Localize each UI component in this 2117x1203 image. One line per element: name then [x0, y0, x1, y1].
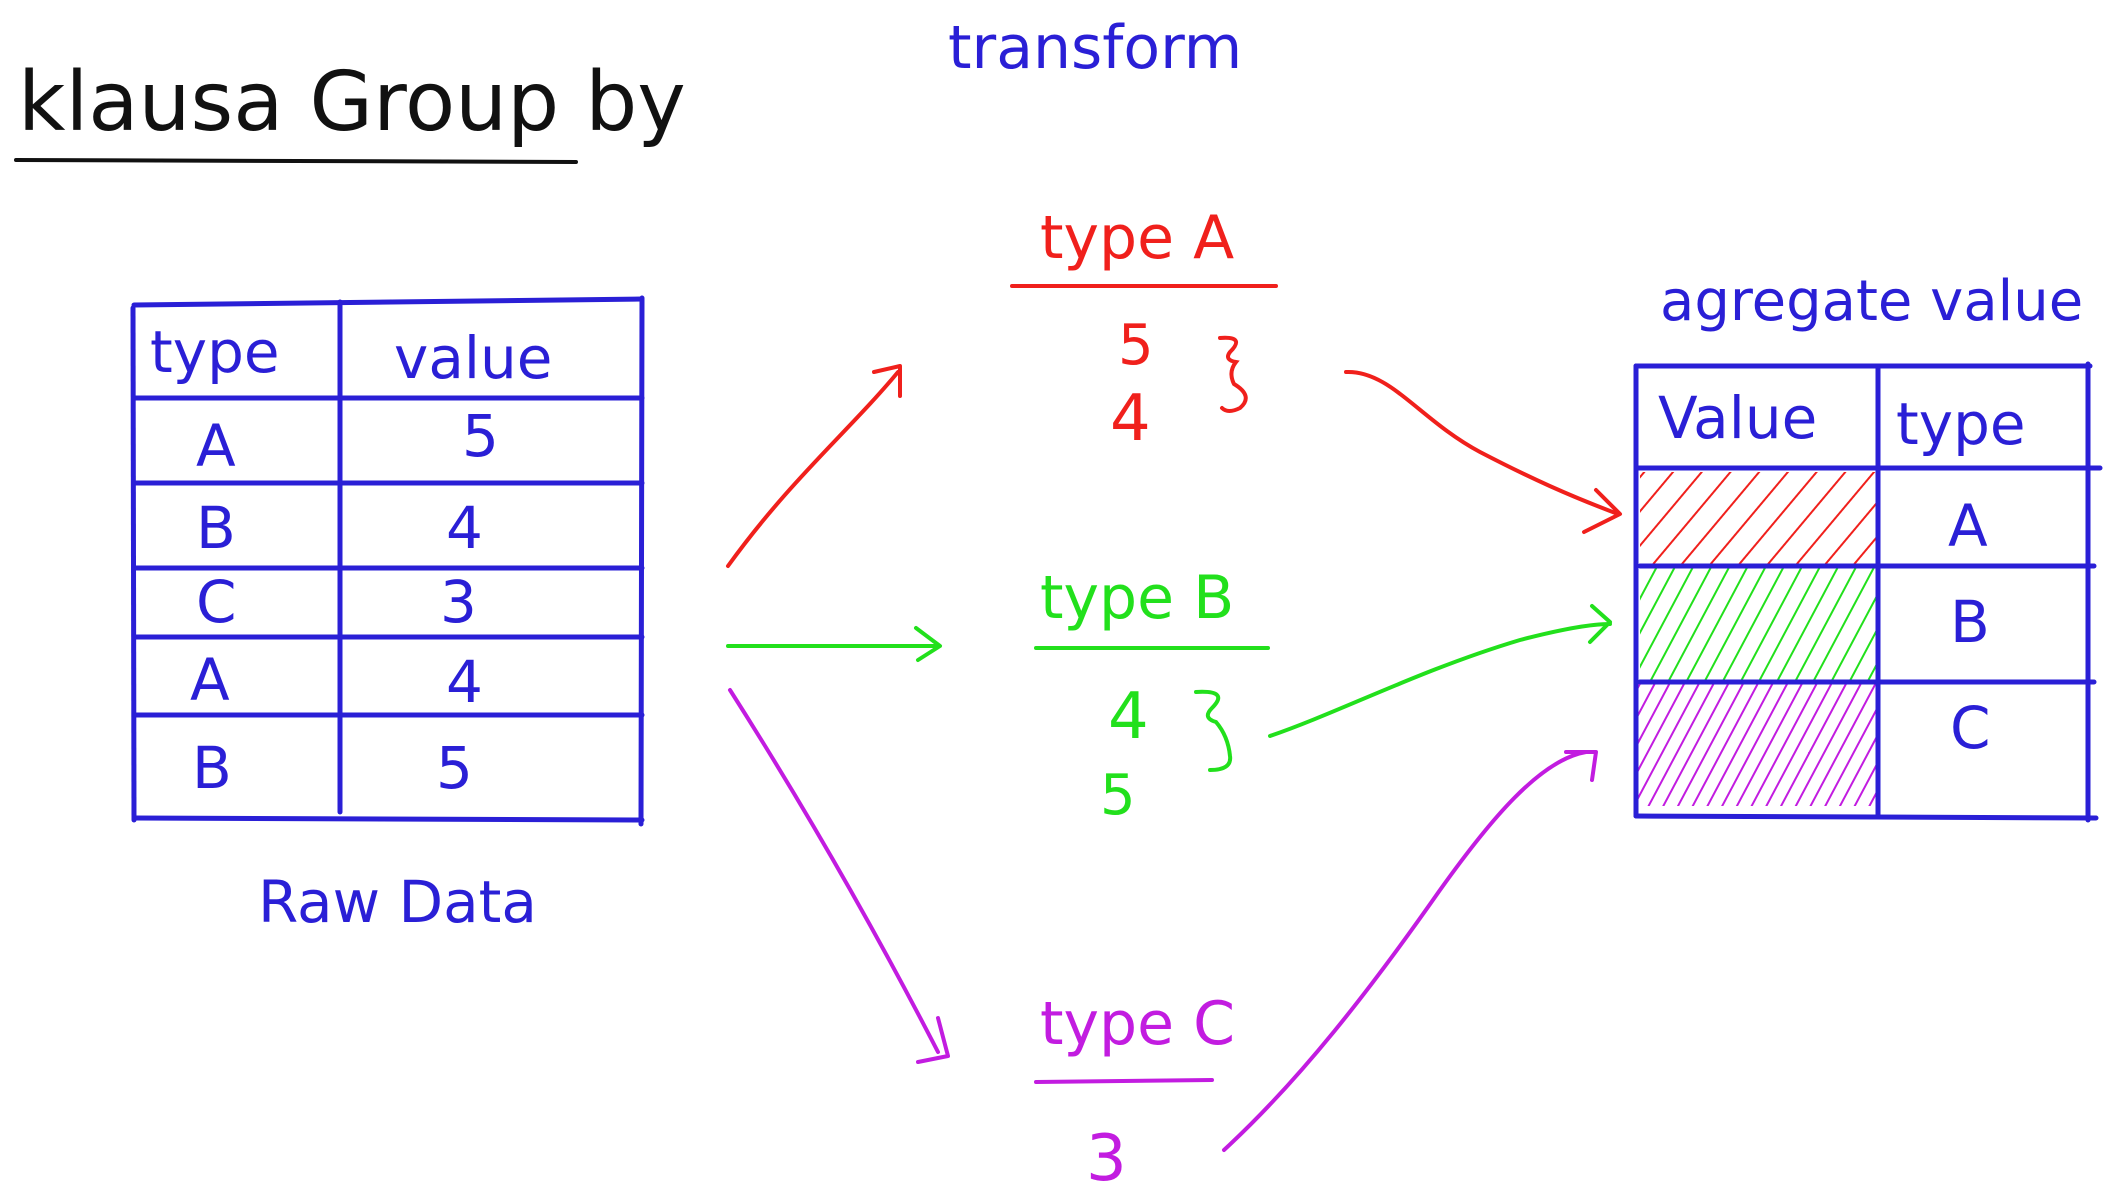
raw-cell-type: C — [196, 568, 237, 636]
brace-icon — [1194, 689, 1233, 772]
diagram-title: klausa Group by — [18, 55, 686, 150]
brace-icon — [1218, 335, 1248, 413]
group-value: 5 — [1118, 313, 1154, 378]
raw-data-table — [130, 295, 645, 827]
raw-cell-value: 4 — [446, 494, 483, 562]
arrow-type-b-to-aggregate — [1268, 622, 1612, 738]
arrow-head-type-a — [872, 364, 902, 398]
title-underline — [14, 158, 578, 164]
arrow-head-type-c — [916, 1016, 950, 1064]
arrow-head-type-b — [914, 626, 942, 662]
arrow-head — [1588, 604, 1612, 644]
group-value: 4 — [1110, 382, 1151, 456]
group-label-type-a: type A — [1040, 203, 1234, 273]
raw-cell-value: 4 — [446, 648, 483, 716]
group-value: 5 — [1100, 763, 1136, 828]
aggregate-header-value: Value — [1658, 384, 1817, 452]
hatched-cell-type-b — [1640, 568, 1876, 680]
raw-data-caption: Raw Data — [258, 868, 537, 936]
group-underline-type-c — [1034, 1078, 1214, 1084]
arrow-head — [1564, 750, 1598, 782]
hatched-cell-type-c — [1636, 682, 1876, 806]
raw-cell-value: 5 — [462, 402, 499, 470]
arrow-to-type-a — [726, 370, 900, 568]
aggregate-table — [1633, 361, 2103, 823]
raw-header-type: type — [150, 318, 280, 386]
group-label-type-c: type C — [1040, 989, 1235, 1059]
raw-cell-type: B — [192, 734, 232, 802]
aggregate-caption: agregate value — [1660, 269, 2083, 334]
raw-cell-type: A — [190, 646, 230, 714]
hatched-cell-type-a — [1640, 472, 1876, 566]
transform-label: transform — [948, 13, 1242, 83]
aggregate-header-type: type — [1896, 390, 2026, 458]
raw-cell-type: A — [196, 412, 236, 480]
arrow-head — [1582, 488, 1622, 534]
aggregate-type-cell: B — [1950, 588, 1990, 656]
raw-cell-value: 3 — [440, 568, 477, 636]
raw-cell-type: B — [196, 494, 236, 562]
group-value: 3 — [1086, 1122, 1127, 1196]
raw-header-value: value — [394, 324, 552, 392]
arrow-type-c-to-aggregate — [1222, 750, 1588, 1152]
group-value: 4 — [1108, 680, 1149, 754]
group-label-type-b: type B — [1040, 563, 1234, 633]
aggregate-type-cell: C — [1950, 694, 1991, 762]
raw-cell-value: 5 — [436, 734, 473, 802]
aggregate-type-cell: A — [1948, 492, 1988, 560]
arrow-to-type-c — [728, 688, 940, 1054]
arrow-type-a-to-aggregate — [1344, 369, 1620, 516]
